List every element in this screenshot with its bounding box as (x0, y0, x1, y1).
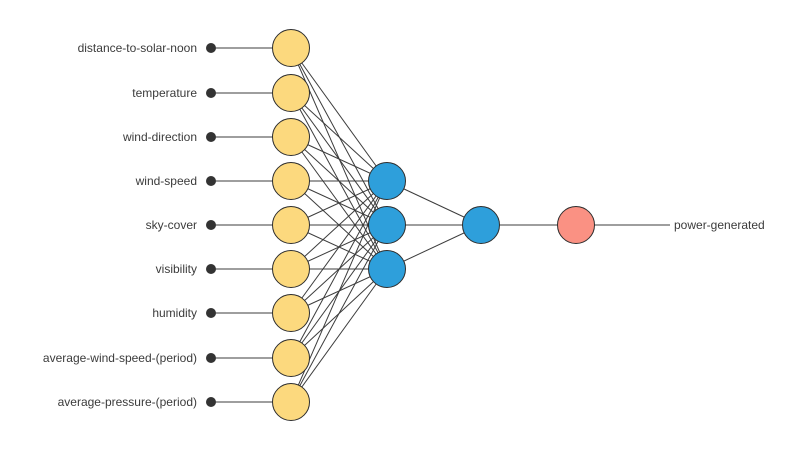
input-terminal-dot (206, 88, 216, 98)
input-label: temperature (132, 86, 197, 100)
input-node (272, 29, 310, 67)
input-node (272, 294, 310, 332)
input-label: wind-speed (135, 174, 197, 188)
input-label: wind-direction (122, 130, 197, 144)
hidden-layer-1-nodes (368, 162, 406, 288)
input-terminal-dots (206, 43, 216, 407)
edge (290, 224, 388, 403)
input-label: distance-to-solar-noon (78, 41, 197, 55)
hidden-node (462, 206, 500, 244)
hidden-layer-2-nodes (462, 206, 500, 244)
input-node (272, 206, 310, 244)
edge (290, 180, 388, 314)
output-node (557, 206, 595, 244)
input-terminal-lines (211, 47, 291, 403)
input-label: average-pressure-(period) (58, 395, 197, 409)
input-label: visibility (156, 262, 197, 276)
input-label: sky-cover (146, 218, 197, 232)
output-layer-nodes (557, 206, 595, 244)
edge (290, 92, 388, 182)
input-layer-nodes (272, 29, 310, 421)
input-terminal-dot (206, 132, 216, 142)
input-labels: distance-to-solar-noon temperature wind-… (43, 41, 197, 409)
input-node (272, 383, 310, 421)
edge (290, 180, 388, 270)
edge (290, 180, 388, 359)
input-terminal-dot (206, 353, 216, 363)
input-terminal-dot (206, 397, 216, 407)
input-node (272, 339, 310, 377)
input-terminal-dot (206, 220, 216, 230)
input-node (272, 74, 310, 112)
hidden-node (368, 162, 406, 200)
input-terminal-dot (206, 176, 216, 186)
edge (290, 268, 388, 403)
input-node (272, 118, 310, 156)
input-terminal-dot (206, 43, 216, 53)
input-terminal-dot (206, 308, 216, 318)
input-label: average-wind-speed-(period) (43, 351, 197, 365)
input-terminal-dot (206, 264, 216, 274)
output-labels: power-generated (674, 218, 765, 232)
input-node (272, 162, 310, 200)
edge (290, 47, 388, 182)
input-label: humidity (152, 306, 197, 320)
input-node (272, 250, 310, 288)
hidden-node (368, 206, 406, 244)
output-label: power-generated (674, 218, 765, 232)
hidden-node (368, 250, 406, 288)
